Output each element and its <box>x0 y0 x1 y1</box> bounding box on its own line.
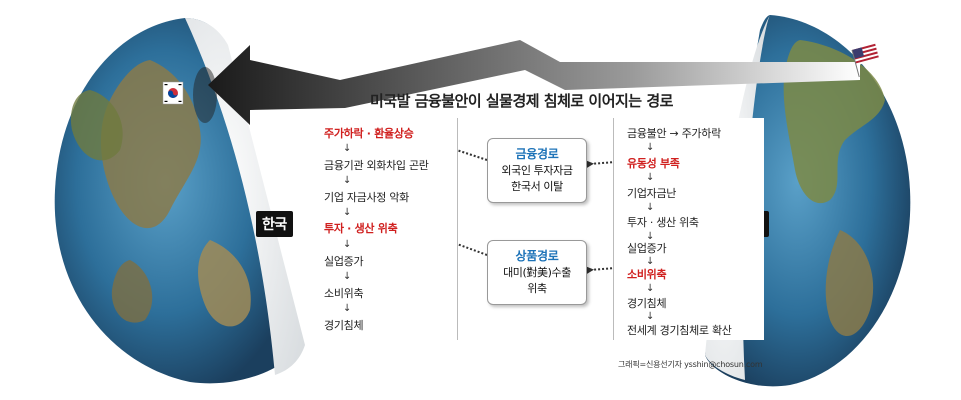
trade-channel-box: 상품경로 대미(對美)수출 위축 <box>487 240 587 305</box>
financial-channel-box: 금융경로 외국인 투자자금 한국서 이탈 <box>487 138 587 203</box>
korea-step: 경기침체 <box>324 319 364 332</box>
us-path-panel <box>613 118 764 340</box>
us-step: 소비위축 <box>627 268 667 281</box>
down-arrow-icon: ↓ <box>343 271 352 282</box>
down-arrow-icon: ↓ <box>646 172 655 183</box>
channel-line: 한국서 이탈 <box>511 180 563 193</box>
us-step-line: 금융불안 → 주가하락 <box>627 125 721 141</box>
us-step: 실업증가 <box>627 242 667 255</box>
korea-path-panel <box>312 118 458 340</box>
usa-flag-icon <box>851 43 880 78</box>
right-arrow-icon: → <box>669 127 679 140</box>
graphic-credit: 그래픽=신용선기자 ysshin@chosun.com <box>618 360 763 369</box>
channel-line: 외국인 투자자금 <box>501 164 573 177</box>
down-arrow-icon: ↓ <box>343 303 352 314</box>
down-arrow-icon: ↓ <box>646 283 655 294</box>
korea-flag-icon <box>162 81 184 105</box>
page-title: 미국발 금융불안이 실물경제 침체로 이어지는 경로 <box>370 92 673 110</box>
channel-line: 대미(對美)수출 <box>503 266 571 279</box>
korea-step: 소비위축 <box>324 287 364 300</box>
korea-step: 주가하락 · 환율상승 <box>324 127 414 140</box>
down-arrow-icon: ↓ <box>343 175 352 186</box>
korea-step: 기업 자금사정 악화 <box>324 191 409 204</box>
us-step: 경기침체 <box>627 297 667 310</box>
down-arrow-icon: ↓ <box>343 239 352 250</box>
us-step: 전세계 경기침체로 확산 <box>627 324 732 337</box>
us-step: 기업자금난 <box>627 187 677 200</box>
down-arrow-icon: ↓ <box>646 142 655 153</box>
down-arrow-icon: ↓ <box>646 202 655 213</box>
down-arrow-icon: ↓ <box>343 207 352 218</box>
channel-title: 금융경로 <box>515 147 559 161</box>
down-arrow-icon: ↓ <box>646 256 655 267</box>
korea-step: 실업증가 <box>324 255 364 268</box>
channel-title: 상품경로 <box>515 249 559 263</box>
us-step-inline: 주가하락 <box>681 127 722 140</box>
down-arrow-icon: ↓ <box>646 231 655 242</box>
us-step: 유동성 부족 <box>627 157 680 170</box>
channel-line: 위축 <box>527 282 547 295</box>
korea-step: 투자 · 생산 위축 <box>324 222 398 235</box>
down-arrow-icon: ↓ <box>646 311 655 322</box>
us-step: 투자 · 생산 위축 <box>627 216 699 229</box>
korea-label: 한국 <box>256 211 293 237</box>
down-arrow-icon: ↓ <box>343 143 352 154</box>
us-step: 금융불안 <box>627 127 667 140</box>
big-transmission-arrow <box>208 40 860 125</box>
korea-step: 금융기관 외화차입 곤란 <box>324 159 429 172</box>
